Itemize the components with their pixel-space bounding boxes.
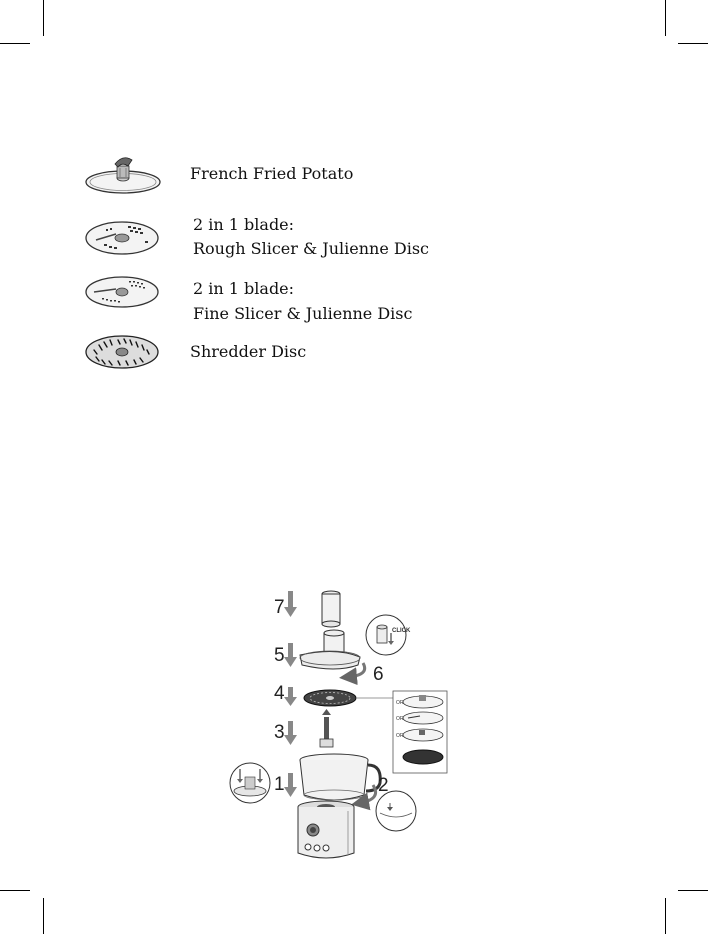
click-label: CLICK bbox=[392, 628, 411, 634]
crop-mark bbox=[678, 43, 708, 44]
crop-mark bbox=[665, 0, 666, 36]
part-label-fine-slicer-line1: 2 in 1 blade: bbox=[193, 276, 294, 301]
crop-mark bbox=[0, 890, 30, 891]
part-label-rough-slicer-line2: Rough Slicer & Julienne Disc bbox=[193, 236, 429, 261]
step-number-3: 3 bbox=[274, 722, 285, 743]
part-label-french-fried-potato: French Fried Potato bbox=[190, 161, 353, 186]
assembly-diagram: 7 5 6 CLICK 4 OR bbox=[220, 585, 455, 865]
lock-inset bbox=[376, 791, 416, 831]
or-label: OR bbox=[396, 733, 404, 739]
part-label-shredder-disc: Shredder Disc bbox=[190, 339, 306, 364]
motor-base-illustration bbox=[298, 801, 354, 858]
step-number-6: 6 bbox=[373, 664, 384, 685]
click-inset bbox=[366, 615, 406, 655]
down-arrow-icon bbox=[284, 687, 297, 706]
bowl-base-inset bbox=[230, 763, 270, 803]
crop-mark bbox=[0, 43, 30, 44]
step-number-7: 7 bbox=[274, 597, 285, 618]
food-pusher-illustration bbox=[322, 591, 340, 627]
fine-slicer-disc-icon bbox=[82, 270, 162, 312]
step-number-4: 4 bbox=[274, 683, 285, 704]
part-label-fine-slicer-line2: Fine Slicer & Julienne Disc bbox=[193, 301, 412, 326]
down-arrow-icon bbox=[284, 643, 297, 667]
part-label-rough-slicer-line1: 2 in 1 blade: bbox=[193, 212, 294, 237]
down-arrow-icon bbox=[284, 721, 297, 745]
crop-mark bbox=[43, 0, 44, 36]
crop-mark bbox=[678, 890, 708, 891]
rough-slicer-disc-icon bbox=[82, 216, 162, 260]
bowl-illustration bbox=[300, 754, 380, 800]
or-label: OR bbox=[396, 700, 404, 706]
disc-illustration bbox=[304, 690, 356, 706]
crop-mark bbox=[43, 898, 44, 934]
down-arrow-icon bbox=[284, 591, 297, 617]
french-fry-disc-icon bbox=[82, 152, 164, 198]
shredder-disc-icon bbox=[82, 330, 162, 374]
lid-illustration bbox=[300, 630, 360, 669]
drive-shaft-illustration bbox=[320, 709, 333, 747]
or-label: OR bbox=[396, 716, 404, 722]
down-arrow-icon bbox=[284, 773, 297, 797]
crop-mark bbox=[665, 898, 666, 934]
step-number-5: 5 bbox=[274, 645, 285, 666]
step-number-1: 1 bbox=[274, 774, 285, 795]
